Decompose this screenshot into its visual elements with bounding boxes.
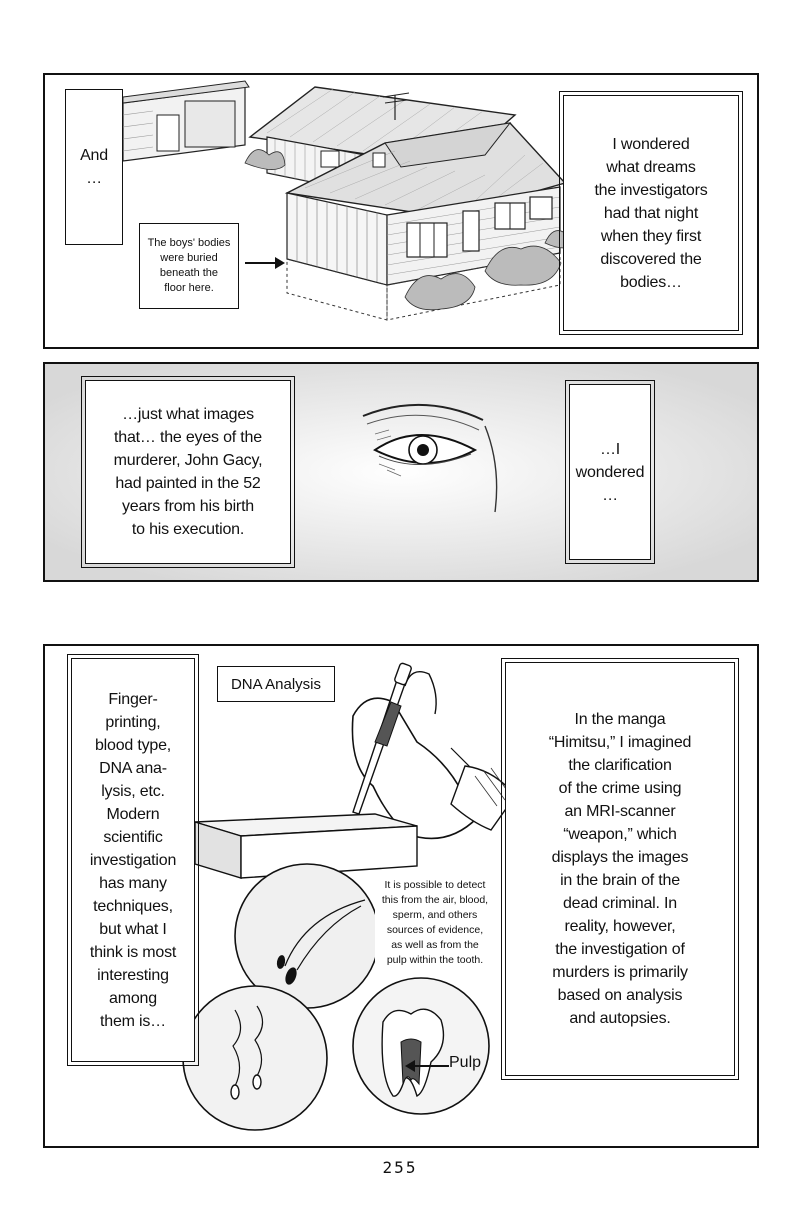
caption-box-himitsu: In the manga “Himitsu,” I imagined the c… [501,658,739,1080]
page-number: 255 [382,1158,418,1177]
dna-analysis-label: DNA Analysis [217,666,335,702]
caption-box-investigators: I wondered what dreams the investigators… [559,91,743,335]
caption-text: …I wondered … [575,440,645,504]
caption-text: I wondered what dreams the investigators… [594,135,708,291]
dna-label-text: DNA Analysis [230,675,322,693]
caption-text: …just what images that… the eyes of the … [113,406,263,538]
dna-illustration [182,662,516,1131]
label-box-bodies: The boys' bodies were buried beneath the… [139,223,239,309]
caption-text: Finger- printing, blood type, DNA ana- l… [89,690,177,1030]
caption-text: In the manga “Himitsu,” I imagined the c… [548,711,692,1027]
pulp-label: Pulp [449,1054,482,1071]
caption-box-techniques: Finger- printing, blood type, DNA ana- l… [67,654,199,1066]
panel-eye: …just what images that… the eyes of the … [43,362,759,582]
panel-dna: Finger- printing, blood type, DNA ana- l… [43,644,759,1148]
panel-house: And … The boys' bodies were buried benea… [43,73,759,349]
caption-box-and: And … [65,89,123,245]
caption-box-wondered: …I wondered … [565,380,655,564]
note-text: It is possible to detect this from the a… [381,879,489,966]
caption-box-images: …just what images that… the eyes of the … [81,376,295,568]
label-text: The boys' bodies were buried beneath the… [147,237,231,294]
caption-text: And … [80,147,108,187]
evidence-note: It is possible to detect this from the a… [375,878,495,968]
